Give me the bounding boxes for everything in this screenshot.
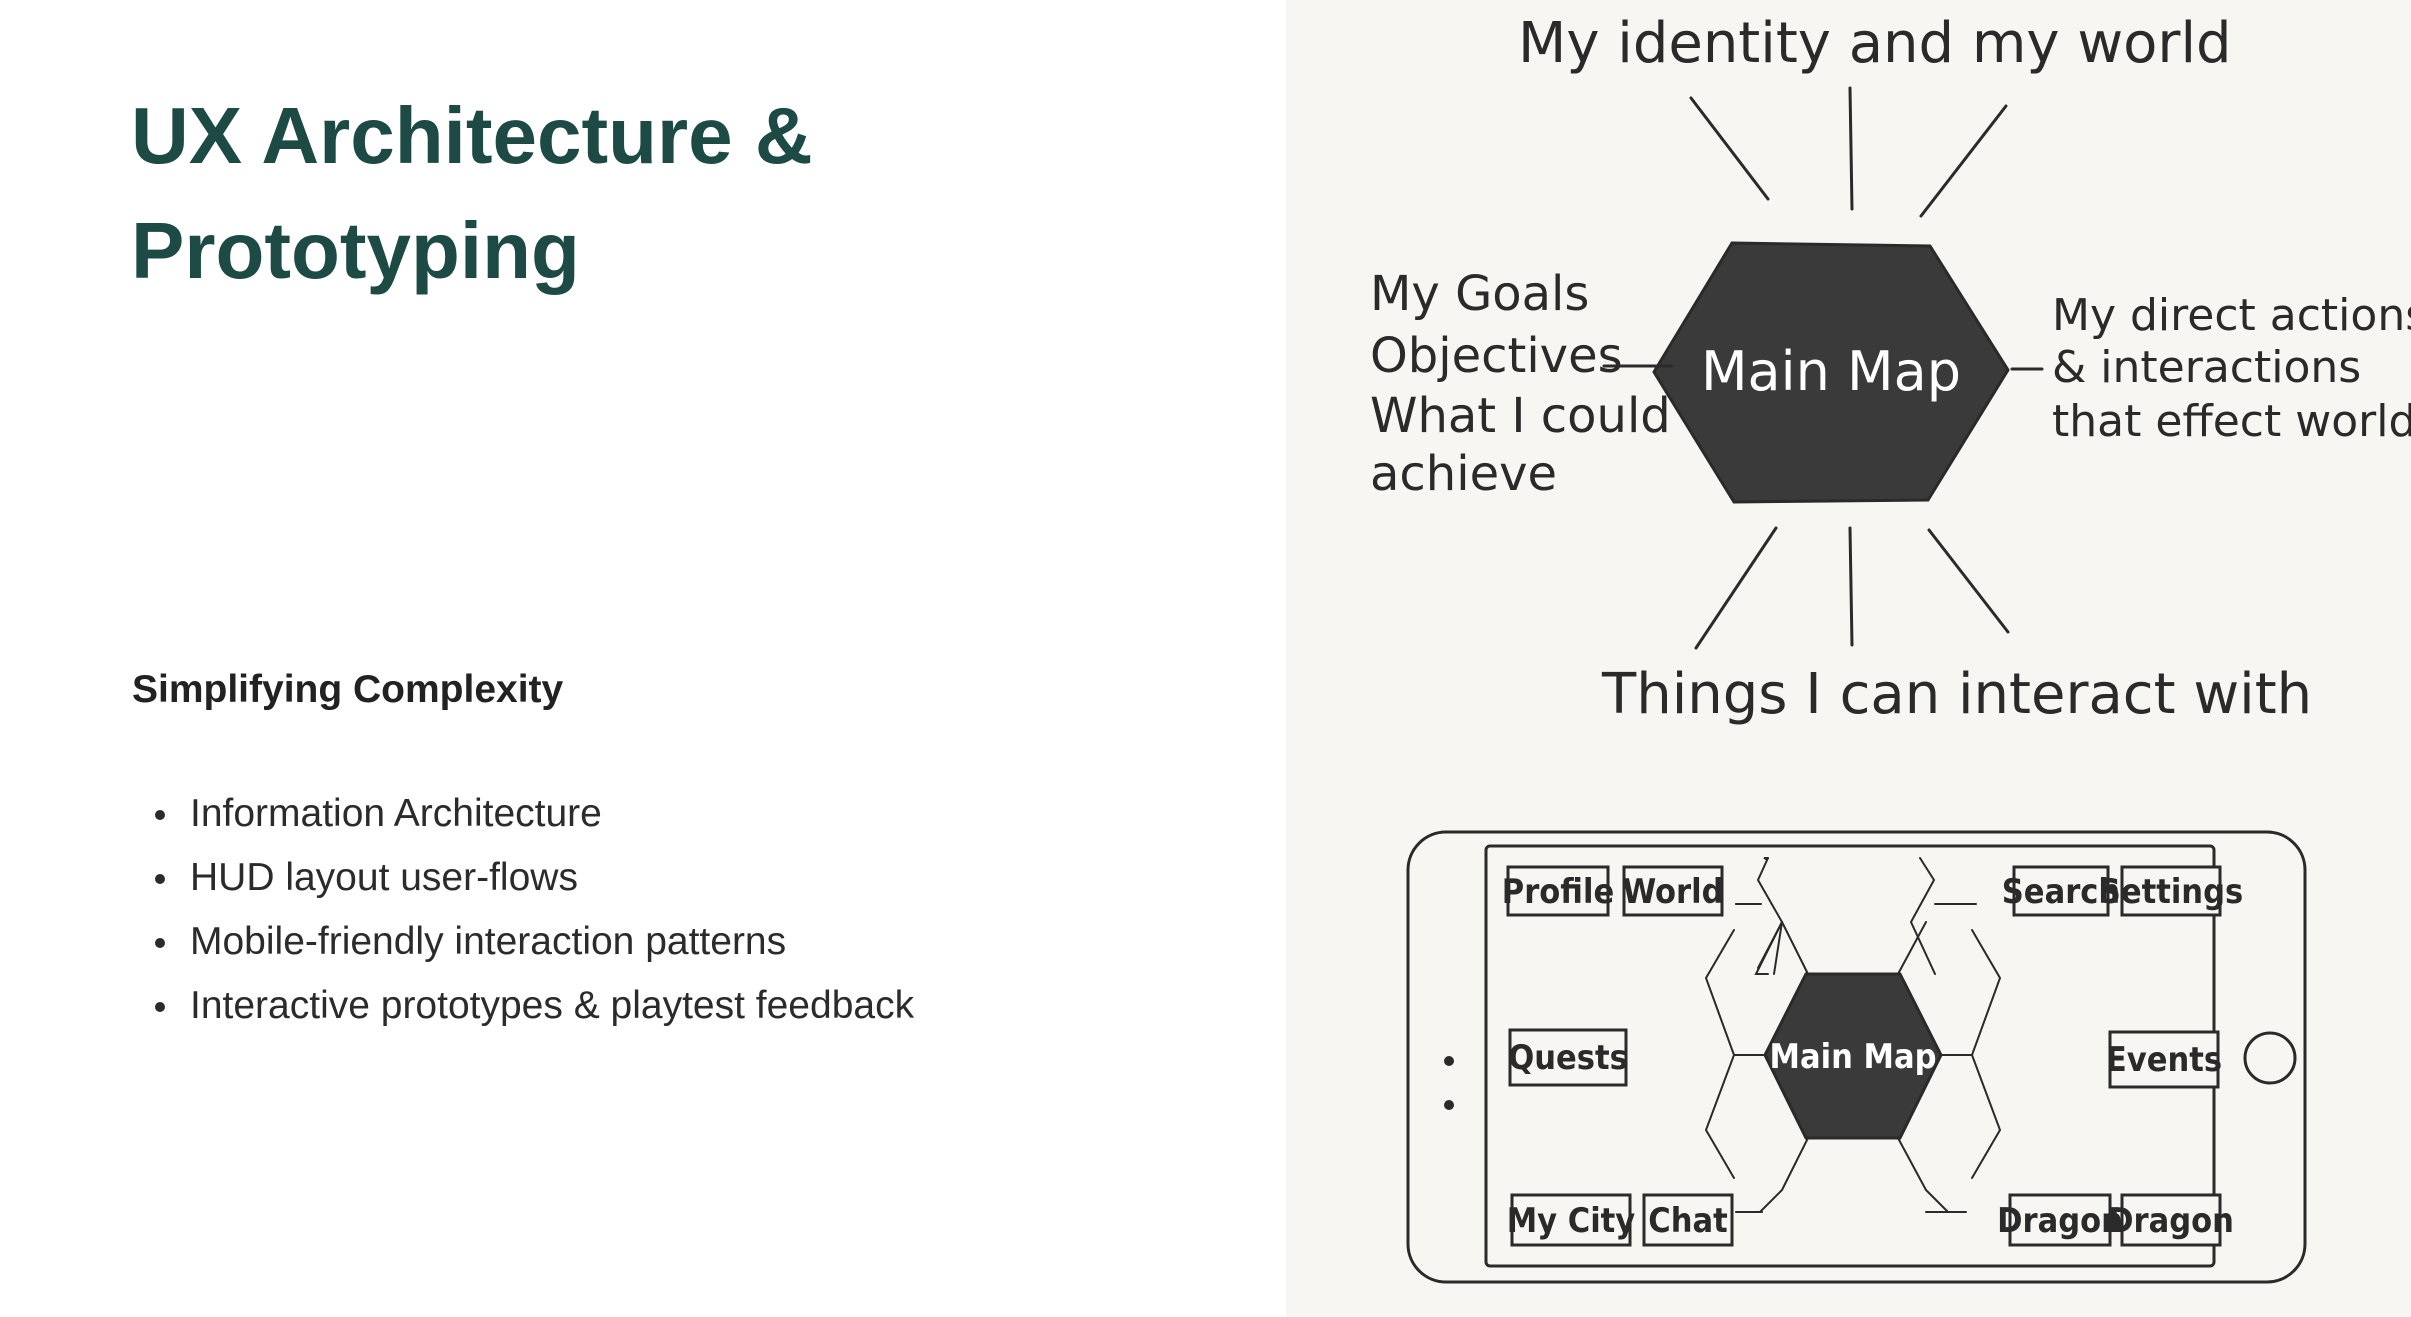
list-item: Mobile-friendly interaction patterns xyxy=(132,910,914,974)
dragon-button-frame xyxy=(2120,1193,2222,1247)
settings-button-frame xyxy=(2120,865,2222,917)
right-label-group: My direct actions & interactions that ef… xyxy=(2052,290,2411,447)
my-city-button[interactable]: My City xyxy=(1507,1193,1636,1247)
events-button-frame xyxy=(2108,1030,2220,1089)
settings-button[interactable]: Settings xyxy=(2099,865,2243,917)
list-item-text: Interactive prototypes & playtest feedba… xyxy=(190,984,915,1027)
search-button-frame xyxy=(2012,865,2110,917)
text-panel: UX Architecture & Prototyping Simplifyin… xyxy=(131,78,1131,1038)
sketch-panel: My identity and my world Main Map My Goa… xyxy=(1286,0,2411,1317)
chat-button-label: Chat xyxy=(1648,1201,1728,1241)
bullet-dot xyxy=(155,1002,165,1012)
bullet-dot xyxy=(155,810,165,820)
search-button[interactable]: Search xyxy=(2002,865,2120,917)
bullet-dot xyxy=(155,938,165,948)
section-subtitle: Simplifying Complexity xyxy=(132,668,564,711)
speaker-dot xyxy=(1444,1100,1454,1110)
home-button-icon xyxy=(2243,1031,2297,1085)
events-button-label: Events xyxy=(2106,1040,2222,1080)
connector-line xyxy=(1927,528,2010,634)
list-item-text: HUD layout user-flows xyxy=(190,856,578,899)
search-button-label: Search xyxy=(2002,872,2120,912)
connector-line xyxy=(1694,526,1778,650)
phone-frame xyxy=(1406,830,2307,1284)
bullet-dot xyxy=(155,874,165,884)
dragon-button-2[interactable]: Dragon xyxy=(2108,1193,2234,1247)
main-map-label: Main Map xyxy=(1701,340,1961,403)
dragon-button-1[interactable]: Dragon xyxy=(1997,1193,2123,1247)
connector-lines-bottom xyxy=(1694,526,2010,650)
my-city-button-frame xyxy=(1510,1193,1632,1247)
sketch-diagram: My identity and my world Main Map My Goa… xyxy=(1370,11,2411,1284)
hex-cell-outline xyxy=(1759,1137,1949,1213)
world-button-frame xyxy=(1622,865,1724,917)
list-item-text: Mobile-friendly interaction patterns xyxy=(190,920,787,963)
quests-button[interactable]: Quests xyxy=(1508,1028,1628,1087)
connector-line xyxy=(1848,526,1854,647)
connector-lines-top xyxy=(1689,86,2008,218)
dragon-button-label: Dragon xyxy=(2108,1201,2234,1241)
left-label-group: My Goals Objectives What I could achieve xyxy=(1370,266,1671,502)
page-title: UX Architecture & Prototyping xyxy=(131,78,1131,308)
right-label-line: & interactions xyxy=(2052,342,2361,393)
left-label-line: What I could xyxy=(1370,388,1671,444)
connector-line xyxy=(1919,104,2008,218)
profile-button-label: Profile xyxy=(1502,872,1614,912)
list-item: HUD layout user-flows xyxy=(132,846,914,910)
phone-main-map-label: Main Map xyxy=(1770,1037,1937,1077)
hex-cell-outline xyxy=(1754,857,1784,975)
hex-cell-outline xyxy=(1773,921,1783,975)
hex-cell-outline xyxy=(1757,921,1783,969)
chat-button[interactable]: Chat xyxy=(1642,1193,1734,1247)
hex-cell-outline xyxy=(1781,921,1927,975)
chat-button-frame xyxy=(1642,1193,1734,1247)
events-button[interactable]: Events xyxy=(2106,1030,2222,1089)
list-item: Interactive prototypes & playtest feedba… xyxy=(132,974,914,1038)
main-map-hexagon xyxy=(1652,241,2010,504)
hex-cell-outline xyxy=(1763,857,1769,860)
world-button[interactable]: World xyxy=(1622,865,1724,917)
bottom-label: Things I can interact with xyxy=(1601,662,2312,727)
list-item: Information Architecture xyxy=(132,782,914,846)
right-label-line: that effect world xyxy=(2052,396,2411,447)
left-label-line: achieve xyxy=(1370,446,1557,502)
profile-button[interactable]: Profile xyxy=(1502,865,1614,917)
left-label-line: Objectives xyxy=(1370,328,1623,384)
speaker-dot xyxy=(1444,1056,1454,1066)
connector-line xyxy=(1689,96,1770,201)
title-line-1: UX Architecture & xyxy=(131,91,813,180)
hex-cell-outline xyxy=(1704,929,1736,1179)
quests-button-frame xyxy=(1508,1028,1628,1087)
my-city-button-label: My City xyxy=(1507,1201,1636,1241)
top-label: My identity and my world xyxy=(1518,11,2232,76)
profile-button-frame xyxy=(1506,865,1610,917)
settings-button-label: Settings xyxy=(2099,872,2243,912)
right-label-line: My direct actions xyxy=(2052,290,2411,341)
hex-cell-outline xyxy=(1909,857,1936,975)
dragon-button-frame xyxy=(2008,1193,2112,1247)
list-item-text: Information Architecture xyxy=(190,792,602,835)
quests-button-label: Quests xyxy=(1508,1038,1628,1078)
title-line-2: Prototyping xyxy=(131,206,580,295)
connector-line xyxy=(1848,86,1854,211)
dragon-button-label: Dragon xyxy=(1997,1201,2123,1241)
hex-cell-outline xyxy=(1970,929,2002,1179)
left-label-line: My Goals xyxy=(1370,266,1589,322)
phone-main-map-hexagon xyxy=(1763,972,1943,1140)
honeycomb-grid xyxy=(1704,857,2002,1213)
bullet-list: Information Architecture HUD layout user… xyxy=(132,782,914,1038)
world-button-label: World xyxy=(1622,872,1723,912)
